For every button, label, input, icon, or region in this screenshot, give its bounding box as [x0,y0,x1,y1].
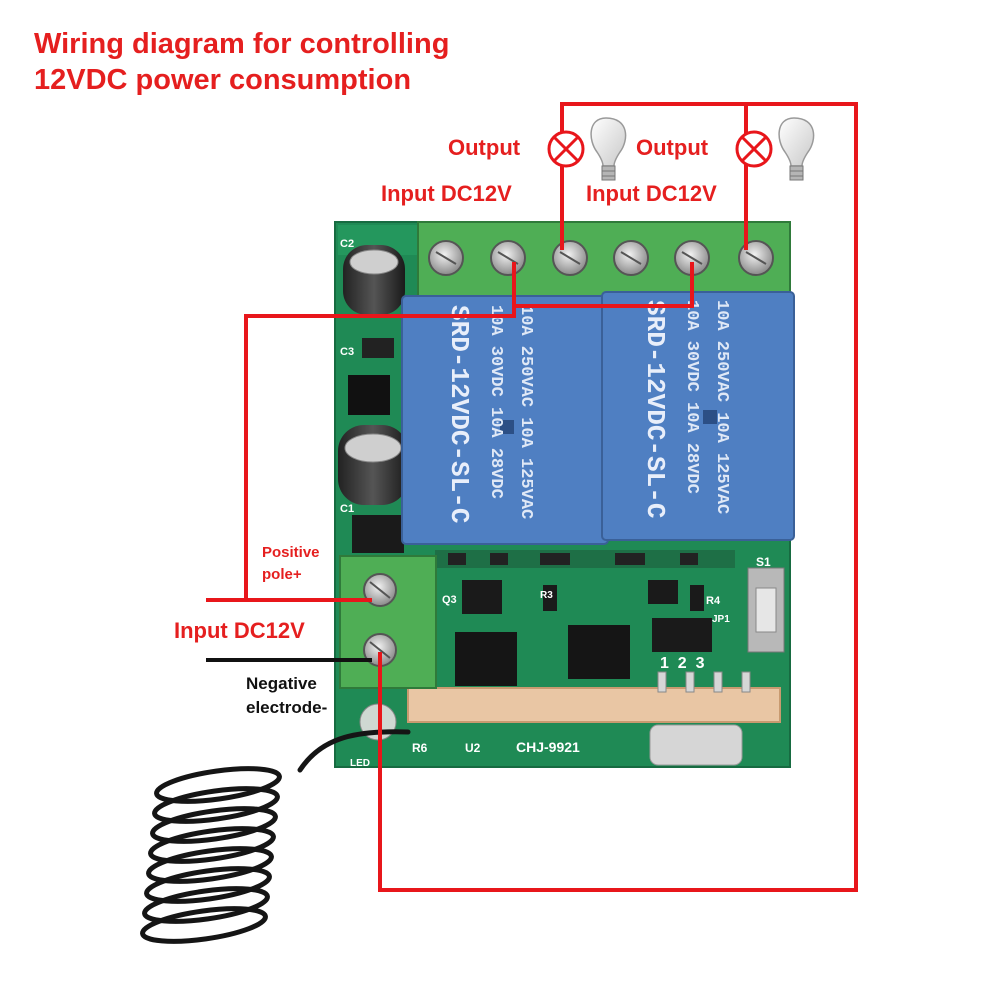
crystal [649,724,743,766]
diagram-title: Wiring diagram for controlling 12VDC pow… [34,26,449,98]
lamp-symbol-icon [547,130,585,168]
title-line-1: Wiring diagram for controlling [34,28,450,60]
silk-c1: C1 [340,503,354,515]
silk-c3: C3 [340,346,354,358]
positive-label-line-2: pole+ [262,566,302,583]
silk-led: LED [350,758,370,769]
relay-1-rating-1: 10A 250VAC 10A 125VAC [516,305,535,519]
ic-1 [455,632,517,686]
wire-common-2 [514,262,694,308]
positive-pole-label: Positive pole+ [262,542,320,586]
smd-row [435,550,735,568]
silk-u2: U2 [465,741,481,755]
silk-r6: R6 [412,741,428,755]
antenna-coil-icon [140,729,411,944]
relay-2-rating-2: 10A 30VDC 10A 28VDC [682,300,701,494]
silk-r3: R3 [540,590,553,601]
transistor [348,375,390,415]
top-screws [428,240,774,276]
red-wiring [206,102,858,892]
jumper-jp1 [652,618,712,652]
input-label-top-2: Input DC12V [586,181,717,206]
output-label-1: Output [448,135,521,160]
silk-pins: 1 2 3 [660,655,705,672]
silk-jp1: JP1 [712,614,730,625]
receiver-module [407,687,781,723]
wire-loop-outer [378,102,858,892]
receiver-board: 10A 250VAC 10A 125VAC 10A 30VDC 10A 28VD… [334,221,795,769]
silk-model: CHJ-9921 [516,739,580,755]
negative-label-line-1: Negative [246,674,317,693]
relay-2-label: 10A 250VAC 10A 125VAC 10A 30VDC 10A 28VD… [640,300,731,518]
output-terminal-block [417,221,791,299]
light-bulb-icon [778,117,815,181]
smd-cap-c3 [362,338,394,358]
lamp-symbol-icon [735,130,773,168]
silk-r4: R4 [706,595,721,607]
relay-1-rating-2: 10A 30VDC 10A 28VDC [486,305,505,499]
light-bulb-icon [590,117,627,181]
output-label-2: Output [636,135,709,160]
ic-2 [568,625,630,679]
relay-2-model: SRD-12VDC-SL-C [640,300,670,518]
silk-q3: Q3 [442,594,457,606]
title-line-2: 12VDC power consumption [34,64,412,96]
input-label-left: Input DC12V [174,618,305,643]
diode-block [352,515,404,553]
relay-1-label: 10A 250VAC 10A 125VAC 10A 30VDC 10A 28VD… [444,305,535,523]
negative-electrode-label: Negative electrode- [246,672,327,720]
relay-1-model: SRD-12VDC-SL-C [444,305,474,523]
silk-s1: S1 [756,555,771,569]
relay-2-rating-1: 10A 250VAC 10A 125VAC [712,300,731,514]
silk-c2: C2 [340,238,354,250]
negative-label-line-2: electrode- [246,698,328,717]
wire-common-bus [206,262,516,602]
relay-2 [601,291,795,541]
input-label-top-1: Input DC12V [381,181,512,206]
positive-label-line-1: Positive [262,544,320,561]
